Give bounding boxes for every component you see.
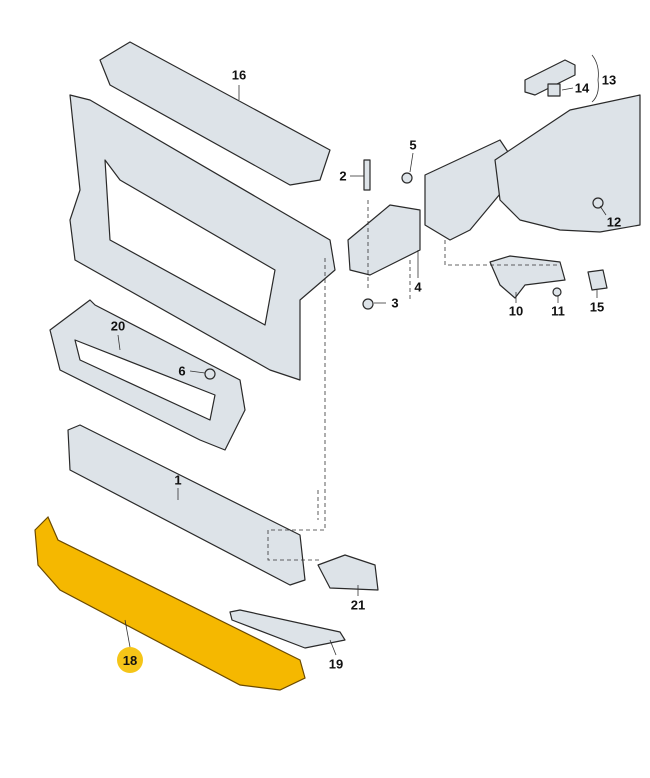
part-6-bolt [204,368,216,380]
label-16: 16 [231,67,247,83]
label-19: 19 [328,656,344,672]
dashed-guide-lines [267,200,560,561]
label-1: 1 [174,472,182,488]
label-18-highlighted: 18 [117,647,143,673]
part-12-bolt [592,197,604,209]
part-14-clip [547,83,561,97]
part-4-crash-box [347,204,421,276]
label-5: 5 [409,137,417,153]
label-2: 2 [339,168,347,184]
part-21-bracket [317,554,379,591]
label-6: 6 [178,363,186,379]
part-19-strip [229,609,346,649]
label-20: 20 [110,318,126,334]
label-13: 13 [601,72,617,88]
label-4: 4 [414,279,422,295]
part-1-bumper-beam [67,424,306,586]
label-21: 21 [350,597,366,613]
part-10-bracket [489,255,566,299]
part-11-nut [552,287,562,297]
label-3: 3 [391,295,399,311]
label-11: 11 [551,303,565,319]
part-18-absorber [34,515,306,691]
leader-lines [117,54,607,656]
label-10: 10 [508,303,524,319]
part-13-bracket [524,59,576,96]
part-5-bolt [401,172,413,184]
part-16-cover [99,41,331,186]
part-15-clip [587,269,608,291]
label-12: 12 [606,214,622,230]
part-front-carrier [69,94,336,381]
part-20-bracket [49,299,246,451]
part-fender-apron [494,94,641,233]
label-15: 15 [589,299,605,315]
label-14: 14 [574,80,590,96]
part-2-bolt [363,159,371,191]
part-3-nut [362,298,374,310]
